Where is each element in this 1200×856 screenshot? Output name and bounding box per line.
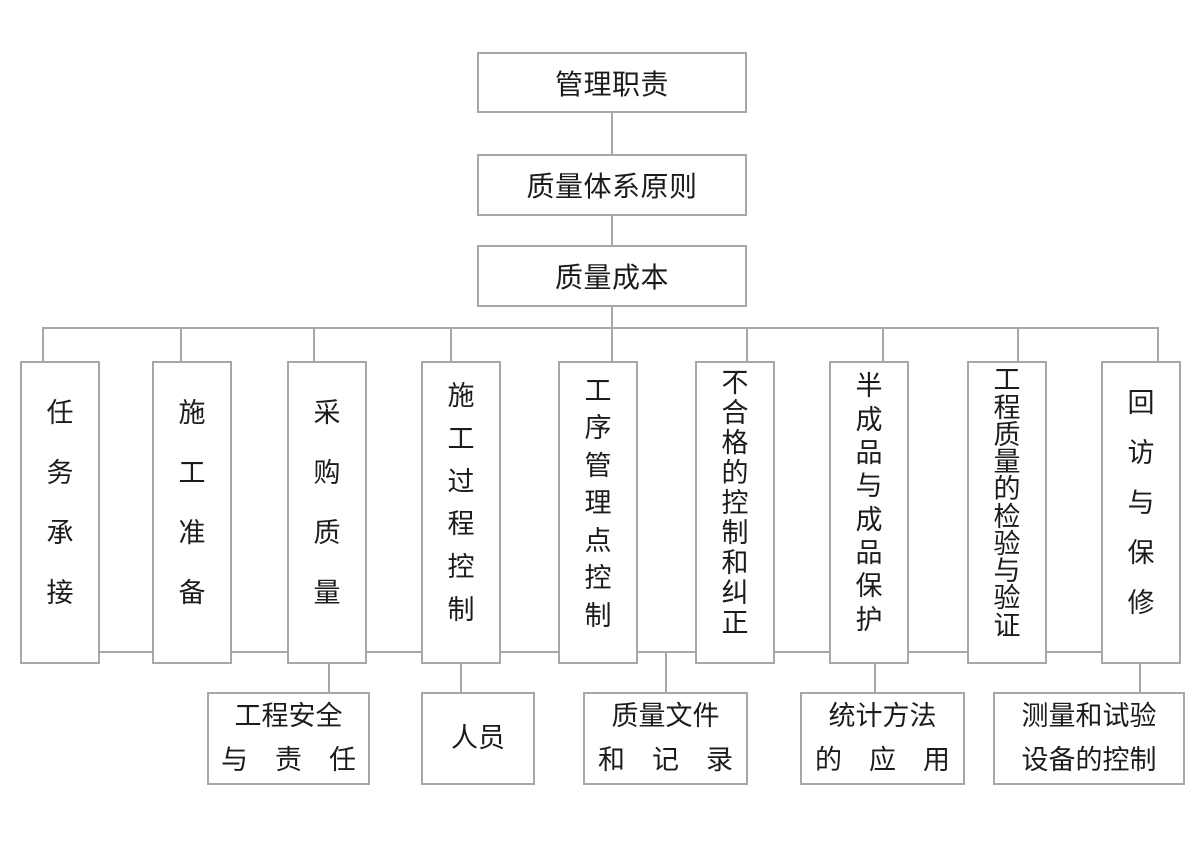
link-col6-col7 <box>775 651 829 653</box>
drop-col-6 <box>746 327 748 363</box>
column-semi-finished-product-protection: 半成品与成品保护 <box>829 361 909 664</box>
column-construction-process-control: 施工过程控制 <box>421 361 501 664</box>
node-label: 质量成本 <box>554 261 669 294</box>
column-label: 半成品与成品保护 <box>855 371 883 636</box>
distribution-line <box>42 327 1159 329</box>
node-quality-system-principles: 质量体系原则 <box>477 154 747 216</box>
column-return-visit-warranty: 回访与保修 <box>1101 361 1181 664</box>
node-management-responsibilities: 管理职责 <box>477 52 747 113</box>
column-task-undertaking: 任务承接 <box>20 361 100 664</box>
link-col8-col9 <box>1047 651 1101 653</box>
drop-col-7 <box>882 327 884 363</box>
link-col2-col3 <box>232 651 287 653</box>
column-label: 施工准备 <box>178 398 206 609</box>
node-label: 管理职责 <box>554 67 669 101</box>
link-col3-col4 <box>367 651 421 653</box>
node-label-line1: 测量和试验 <box>1021 700 1157 732</box>
node-quality-documents-records: 质量文件 和 记 录 <box>583 692 748 785</box>
link-col7-col8 <box>909 651 967 653</box>
drop-col-4 <box>450 327 452 363</box>
column-label: 回访与保修 <box>1127 388 1155 619</box>
drop-quality-documents <box>665 651 667 693</box>
node-label: 质量体系原则 <box>526 170 698 203</box>
node-label-line2: 的 应 用 <box>815 744 950 776</box>
drop-col-1 <box>42 327 44 363</box>
node-label-line1: 工程安全 <box>234 700 343 732</box>
node-quality-cost: 质量成本 <box>477 245 747 307</box>
column-label: 施工过程控制 <box>447 380 475 627</box>
node-label-line2: 和 记 录 <box>598 744 733 776</box>
connector-stem <box>611 305 613 363</box>
column-quality-inspection-verification: 工程质量的检验与验证 <box>967 361 1047 664</box>
column-label: 任务承接 <box>46 398 74 609</box>
drop-col-2 <box>180 327 182 363</box>
node-label-line2: 设备的控制 <box>1021 744 1157 776</box>
drop-col-9 <box>1157 327 1159 363</box>
column-nonconforming-control-correction: 不合格的控制和纠正 <box>695 361 775 664</box>
column-label: 工程质量的检验与验证 <box>993 365 1021 642</box>
drop-col-8 <box>1017 327 1019 363</box>
node-statistical-methods-application: 统计方法 的 应 用 <box>800 692 965 785</box>
drop-col-3 <box>313 327 315 363</box>
connector-top-1 <box>611 111 613 156</box>
column-label: 工序管理点控制 <box>584 375 612 632</box>
drop-personnel <box>460 662 462 693</box>
node-label-line1: 人员 <box>451 722 505 754</box>
node-label-line2: 与 责 任 <box>221 744 356 776</box>
drop-statistical-methods <box>874 662 876 693</box>
drop-measuring-equipment <box>1139 662 1141 693</box>
node-personnel: 人员 <box>421 692 535 785</box>
link-col1-col2 <box>100 651 152 653</box>
node-label-line1: 统计方法 <box>828 700 937 732</box>
column-construction-preparation: 施工准备 <box>152 361 232 664</box>
column-label: 采购质量 <box>313 398 341 609</box>
column-process-management-point-control: 工序管理点控制 <box>558 361 638 664</box>
drop-safety-responsibility <box>328 662 330 693</box>
connector-top-2 <box>611 214 613 247</box>
column-label: 不合格的控制和纠正 <box>721 368 749 639</box>
node-engineering-safety-responsibility: 工程安全 与 责 任 <box>207 692 370 785</box>
link-col4-col5 <box>501 651 558 653</box>
node-measuring-test-equipment-control: 测量和试验 设备的控制 <box>993 692 1185 785</box>
column-procurement-quality: 采购质量 <box>287 361 367 664</box>
node-label-line1: 质量文件 <box>611 700 720 732</box>
